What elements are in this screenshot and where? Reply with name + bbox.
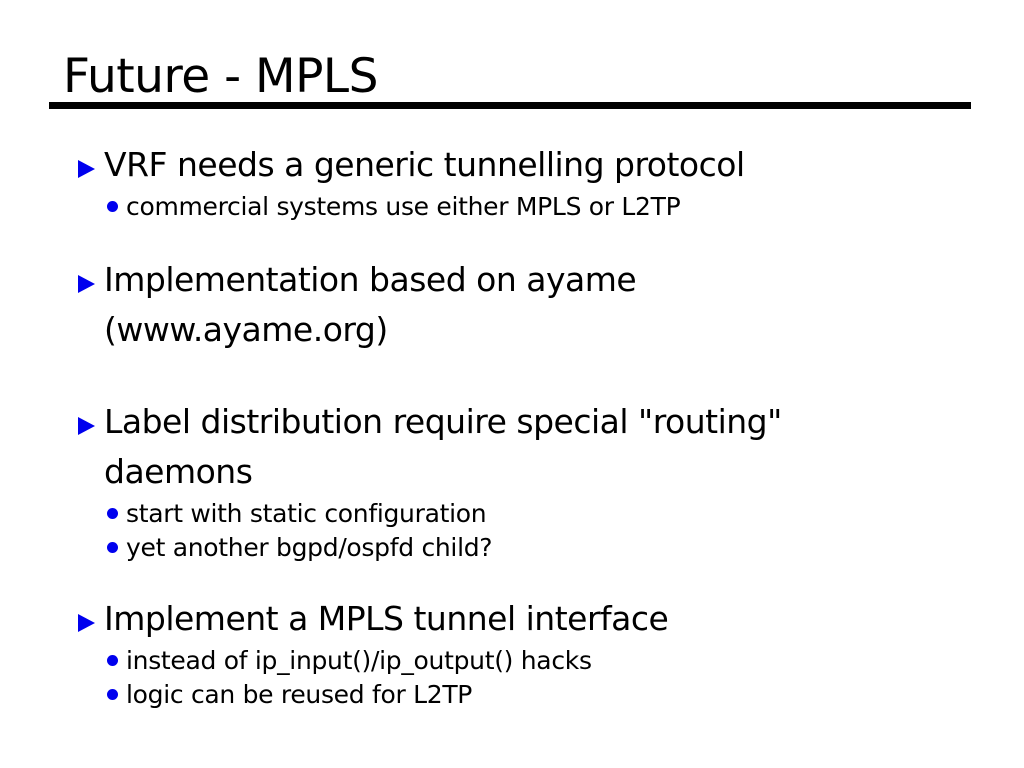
title-underline <box>49 102 971 109</box>
bullet-group-mpls-tunnel: Implement a MPLS tunnel interface instea… <box>78 594 669 712</box>
bullet-dot-icon <box>107 689 118 700</box>
bullet-dot-icon <box>107 508 118 519</box>
bullet-dot-icon <box>107 542 118 553</box>
bullet-line: Implement a MPLS tunnel interface <box>104 599 669 638</box>
bullet-group-vrf: VRF needs a generic tunnelling protocol … <box>78 140 745 224</box>
bullet-triangle-icon <box>78 275 95 293</box>
sub-bullet-label: yet another bgpd/ospfd child? <box>126 533 493 562</box>
bullet-lines: Implementation based on ayame (www.ayame… <box>104 255 637 355</box>
sub-bullet: instead of ip_input()/ip_output() hacks <box>107 644 668 678</box>
sub-bullet-label: instead of ip_input()/ip_output() hacks <box>126 646 592 675</box>
sub-bullet-label: commercial systems use either MPLS or L2… <box>126 192 681 221</box>
bullet-line: VRF needs a generic tunnelling protocol <box>104 145 745 184</box>
bullet-group-label-distribution: Label distribution require special "rout… <box>78 397 782 565</box>
bullet-dot-icon <box>107 655 118 666</box>
bullet-triangle-icon <box>78 417 95 435</box>
bullet-line: Label distribution require special "rout… <box>104 402 782 441</box>
bullet-triangle-icon <box>78 614 95 632</box>
sub-bullet-label: start with static configuration <box>126 499 487 528</box>
bullet-lines: Label distribution require special "rout… <box>104 397 782 497</box>
sub-bullet: logic can be reused for L2TP <box>107 678 668 712</box>
bullet-lines: Implement a MPLS tunnel interface <box>104 594 669 644</box>
bullet-group-ayame: Implementation based on ayame (www.ayame… <box>78 255 637 355</box>
bullet-line: (www.ayame.org) <box>104 310 388 349</box>
sub-bullet: commercial systems use either MPLS or L2… <box>107 190 745 224</box>
bullet-lines: VRF needs a generic tunnelling protocol <box>104 140 745 190</box>
sub-bullet: yet another bgpd/ospfd child? <box>107 531 782 565</box>
sub-bullet: start with static configuration <box>107 497 782 531</box>
bullet-line: daemons <box>104 452 253 491</box>
bullet-triangle-icon <box>78 160 95 178</box>
bullet-line: Implementation based on ayame <box>104 260 637 299</box>
bullet-dot-icon <box>107 201 118 212</box>
sub-bullet-label: logic can be reused for L2TP <box>126 680 473 709</box>
slide-title: Future - MPLS <box>63 49 378 104</box>
